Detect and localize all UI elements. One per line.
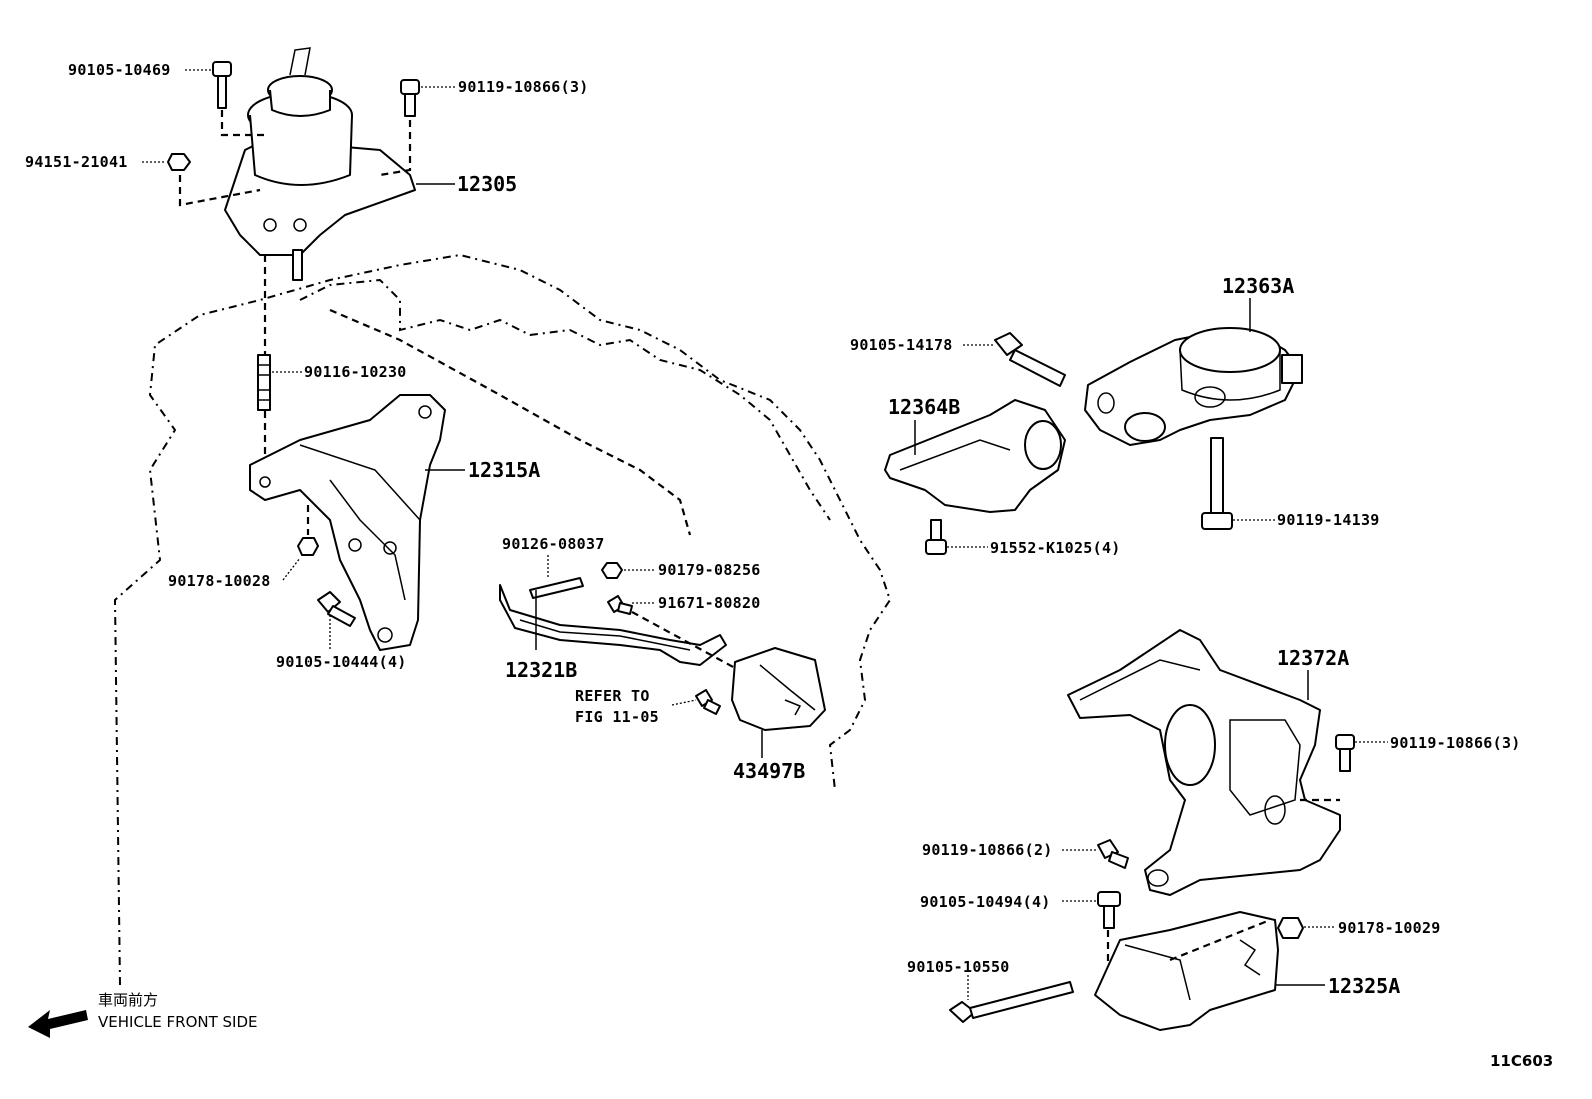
stud-90116-10230-icon — [257, 354, 271, 411]
callout-90119-10866-3-top[interactable]: 90119-10866(3) — [458, 78, 589, 96]
direction-label-en: VEHICLE FRONT SIDE — [98, 1013, 258, 1031]
stay-12321B — [499, 584, 727, 666]
bolt-90105-10444-icon — [317, 591, 356, 627]
bolt-91671-80820-icon — [607, 595, 736, 669]
callout-90178-10028[interactable]: 90178-10028 — [168, 572, 271, 590]
callout-12315A[interactable]: 12315A — [468, 458, 540, 482]
leader-lines — [142, 69, 1388, 1000]
callout-91671-80820[interactable]: 91671-80820 — [658, 594, 761, 612]
nut-90179-08256-icon — [601, 562, 623, 579]
callout-90105-10469[interactable]: 90105-10469 — [68, 61, 171, 79]
callout-12372A[interactable]: 12372A — [1277, 646, 1349, 670]
engine-phantom-outline — [113, 253, 892, 986]
callout-12364B[interactable]: 12364B — [888, 395, 960, 419]
callout-91552-K1025-4[interactable]: 91552-K1025(4) — [990, 539, 1121, 557]
callout-90105-10494-4[interactable]: 90105-10494(4) — [920, 893, 1051, 911]
callout-90105-10550[interactable]: 90105-10550 — [907, 958, 1010, 976]
bracket-12315A — [249, 394, 446, 651]
nut-90178-10029-icon — [1277, 917, 1304, 939]
bracket-12372A — [1067, 629, 1341, 896]
callout-12363A[interactable]: 12363A — [1222, 274, 1294, 298]
bolt-91552-K1025-icon — [925, 519, 947, 555]
callout-90105-14178[interactable]: 90105-14178 — [850, 336, 953, 354]
callout-94151-21041[interactable]: 94151-21041 — [25, 153, 128, 171]
bracket-12364B — [884, 399, 1066, 513]
bolt-90119-10866-right-icon — [1335, 734, 1355, 772]
bracket-12325A — [1094, 911, 1279, 1031]
bolt-90119-10866-top-icon — [400, 79, 420, 117]
nut-90178-10028-icon — [297, 537, 319, 556]
vehicle-front-indicator: 車両前方 VEHICLE FRONT SIDE — [28, 991, 258, 1038]
nut-94151-21041-icon — [167, 153, 191, 171]
engine-mount-12305 — [178, 47, 416, 470]
callout-12305[interactable]: 12305 — [457, 172, 517, 196]
mount-12363A — [1084, 327, 1303, 446]
callout-90119-10866-3-right[interactable]: 90119-10866(3) — [1390, 734, 1521, 752]
bolt-90105-14178-icon — [994, 332, 1066, 387]
figure-code: 11C603 — [1490, 1052, 1553, 1070]
callout-90116-10230[interactable]: 90116-10230 — [304, 363, 407, 381]
bracket-43497B — [731, 647, 826, 731]
callout-90105-10444-4[interactable]: 90105-10444(4) — [276, 653, 407, 671]
part-callouts: 90105-10469 90119-10866(3) 94151-21041 1… — [25, 61, 1521, 998]
callout-12321B[interactable]: 12321B — [505, 658, 577, 682]
callout-90179-08256[interactable]: 90179-08256 — [658, 561, 761, 579]
callout-12325A[interactable]: 12325A — [1328, 974, 1400, 998]
callout-90126-08037[interactable]: 90126-08037 — [502, 535, 605, 553]
bolt-90105-10550-icon — [949, 981, 1074, 1023]
callout-90178-10029[interactable]: 90178-10029 — [1338, 919, 1441, 937]
callout-refer-to[interactable]: REFER TO — [575, 687, 650, 705]
bolt-refer-fig-icon — [695, 689, 721, 715]
direction-label-jp: 車両前方 — [98, 991, 158, 1009]
callout-fig-11-05[interactable]: FIG 11-05 — [575, 708, 659, 726]
bolt-90105-10469-icon — [212, 61, 232, 109]
callout-43497B[interactable]: 43497B — [733, 759, 805, 783]
bolt-90119-14139-icon — [1201, 437, 1233, 530]
callout-90119-10866-2[interactable]: 90119-10866(2) — [922, 841, 1053, 859]
stud-90126-08037-icon — [529, 577, 584, 599]
arrow-left-icon — [28, 1010, 88, 1038]
bolt-90119-10866-2-icon — [1097, 839, 1129, 869]
callout-90119-14139[interactable]: 90119-14139 — [1277, 511, 1380, 529]
